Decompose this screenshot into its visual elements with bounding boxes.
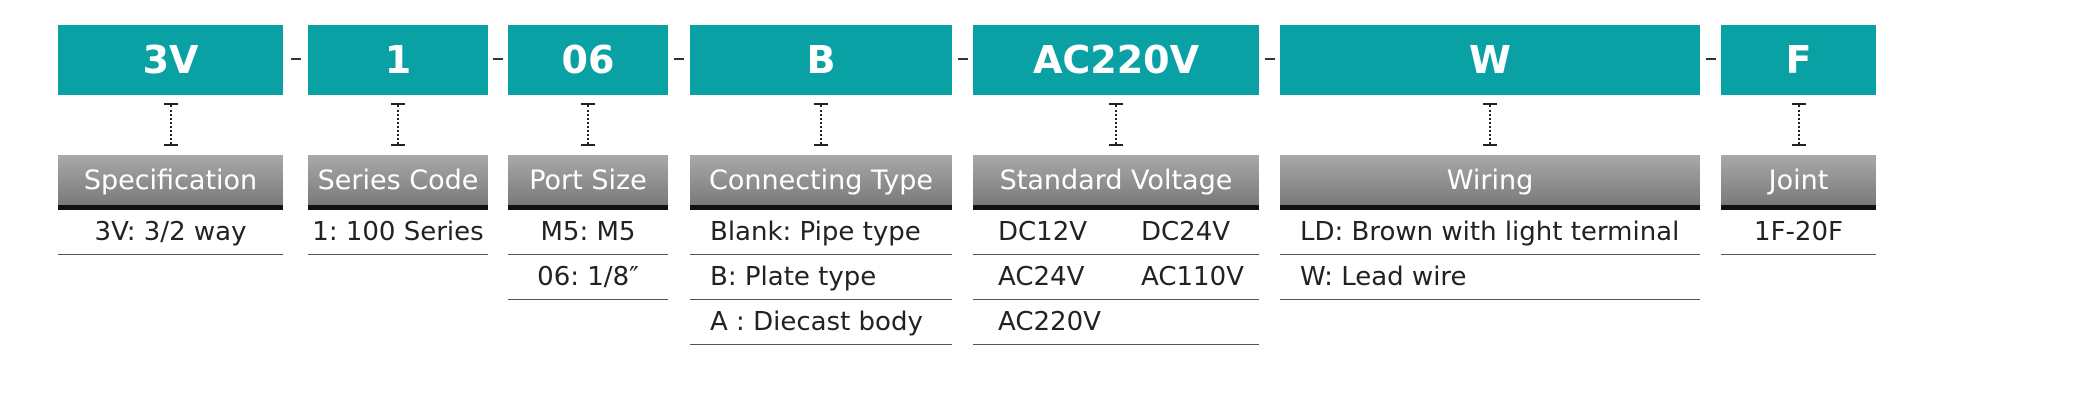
separator-dash [674,58,684,60]
option-row: 06: 1/8″ [508,255,668,300]
connector-dotted-line [397,105,399,144]
connector-cap-bottom [1109,144,1123,146]
connector [508,95,668,155]
category-label: Port Size [508,155,668,205]
label-underline-bar [1280,205,1700,210]
connector [690,95,952,155]
label-underline-bar [308,205,488,210]
separator-dash [493,58,503,60]
category-label: Joint [1721,155,1876,205]
connector-cap-bottom [163,144,178,146]
connector [58,95,283,155]
code-box: AC220V [973,25,1259,95]
connector [308,95,488,155]
connector-dotted-line [1115,105,1117,144]
code-box: 1 [308,25,488,95]
connector-dotted-line [1797,105,1800,144]
label-underline-bar [1721,205,1876,210]
separator-dash [1705,58,1716,60]
code-box: W [1280,25,1700,95]
connector-cap-bottom [1483,144,1497,146]
category-label: Standard Voltage [973,155,1259,205]
code-box: F [1721,25,1876,95]
option-row: Blank: Pipe type [690,210,952,255]
connector-cap-top [1791,103,1806,105]
separator-dash [290,58,301,60]
category-label: Connecting Type [690,155,952,205]
option-list: 3V: 3/2 way [58,210,283,255]
label-underline-bar [973,205,1259,210]
connector-dotted-line [587,105,589,144]
code-column: F Joint 1F-20F [1721,25,1876,255]
connector [1721,95,1876,155]
code-box: B [690,25,952,95]
option-row: AC24V AC110V [973,255,1259,300]
connector-cap-top [814,103,828,105]
option-row: 1: 100 Series [308,210,488,255]
code-column: 3V Specification 3V: 3/2 way [58,25,283,255]
category-label: Series Code [308,155,488,205]
connector [1280,95,1700,155]
option-cell: AC220V [998,307,1101,337]
option-cell: DC24V [1141,217,1231,247]
option-row: A : Diecast body [690,300,952,345]
connector-dotted-line [1489,105,1491,144]
option-cell: AC110V [1141,262,1244,292]
connector-cap-bottom [581,144,595,146]
label-underline-bar [58,205,283,210]
option-row: B: Plate type [690,255,952,300]
code-box: 3V [58,25,283,95]
option-row: DC12V DC24V [973,210,1259,255]
connector-cap-bottom [1791,144,1806,146]
connector-dotted-line [169,105,172,144]
option-list: 1F-20F [1721,210,1876,255]
option-list: DC12V DC24V AC24V AC110V AC220V [973,210,1259,345]
category-label: Wiring [1280,155,1700,205]
connector-cap-top [391,103,405,105]
option-row: M5: M5 [508,210,668,255]
label-underline-bar [690,205,952,210]
category-label: Specification [58,155,283,205]
option-row: 1F-20F [1721,210,1876,255]
option-row: W: Lead wire [1280,255,1700,300]
separator-dash [1264,58,1275,60]
connector-cap-top [163,103,178,105]
connector-cap-top [1483,103,1497,105]
connector-cap-top [1109,103,1123,105]
option-list: 1: 100 Series [308,210,488,255]
option-row: AC220V [973,300,1259,345]
connector-dotted-line [820,105,822,144]
separator-dash [957,58,968,60]
option-cell: DC12V [998,217,1088,247]
connector-cap-top [581,103,595,105]
connector-cap-bottom [391,144,405,146]
label-underline-bar [508,205,668,210]
option-cell: AC24V [998,262,1085,292]
option-row: 3V: 3/2 way [58,210,283,255]
connector-cap-bottom [814,144,828,146]
code-box: 06 [508,25,668,95]
option-row: LD: Brown with light terminal [1280,210,1700,255]
connector [973,95,1259,155]
